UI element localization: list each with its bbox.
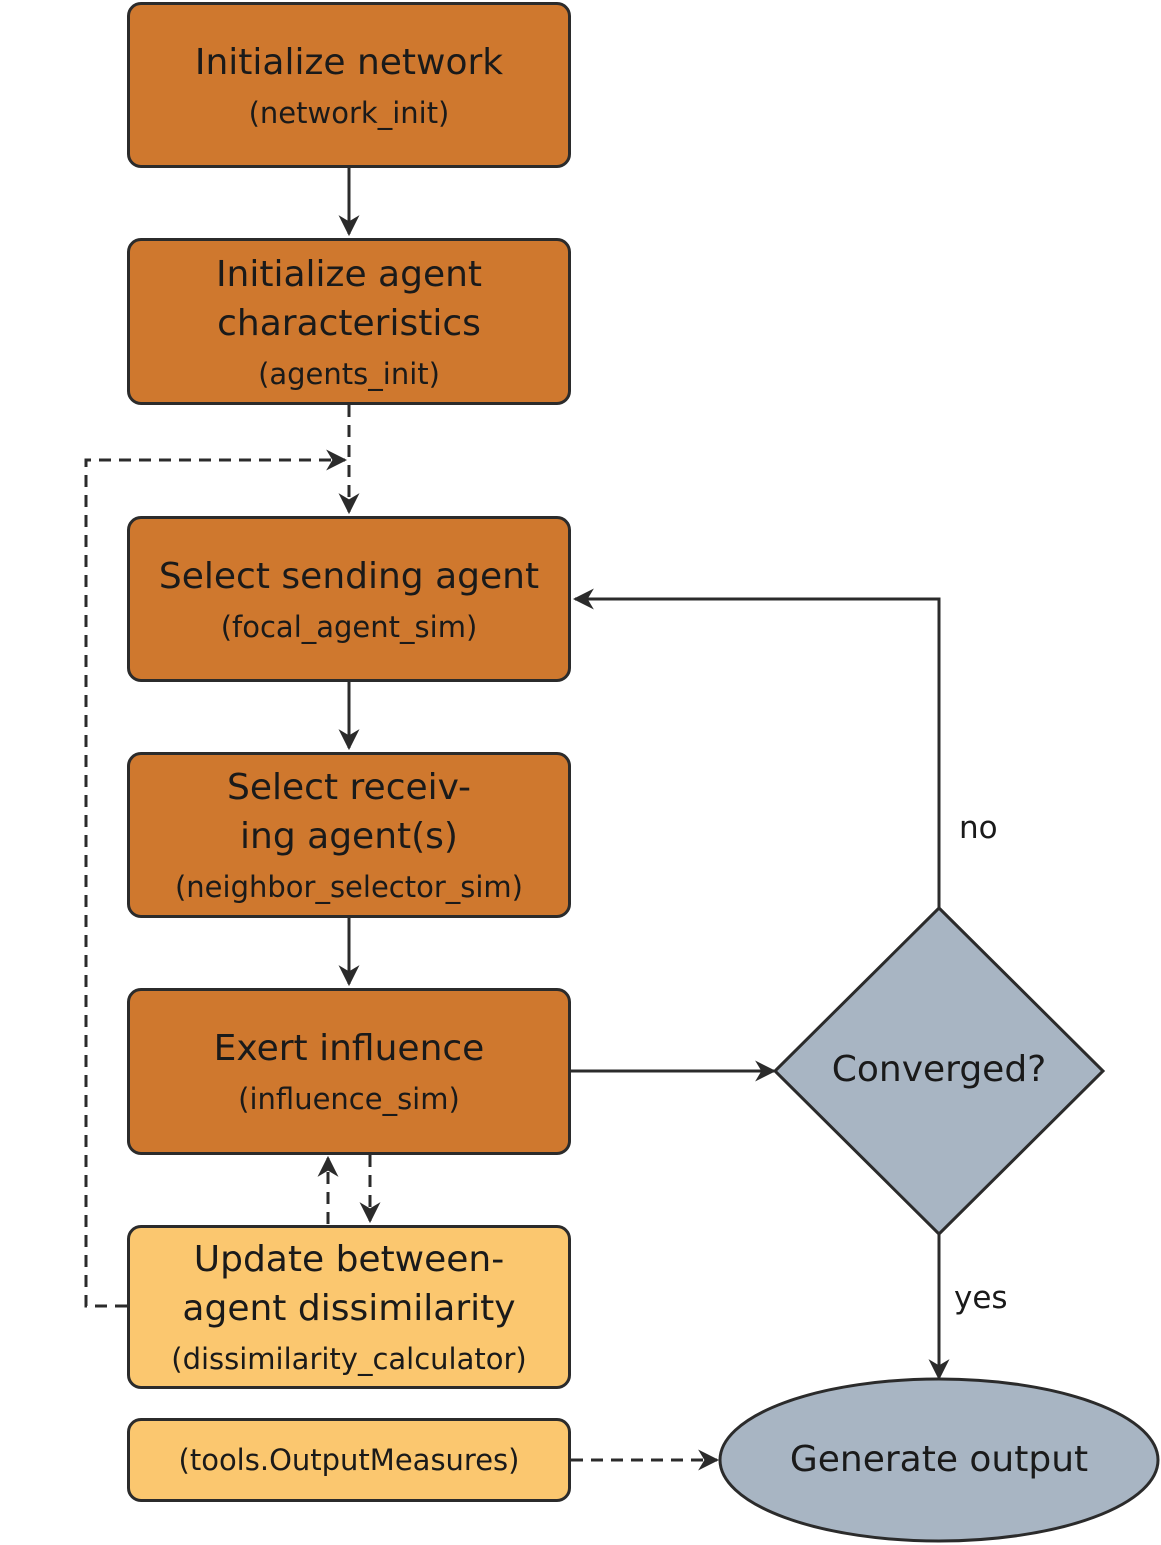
neighbor-selector-code: (neighbor_selector_sim): [174, 870, 523, 904]
dissimilarity-title-line1: Update between-: [193, 1239, 505, 1280]
focal-agent-code: (focal_agent_sim): [220, 609, 478, 644]
neighbor-selector-title-line2: ing agent(s): [240, 816, 458, 857]
edge-label-no: no: [959, 810, 998, 846]
neighbor-selector-title-line1: Select receiv-: [227, 767, 471, 808]
influence-title: Exert influence: [213, 1028, 485, 1069]
focal-agent-title: Select sending agent: [158, 555, 540, 597]
edge-label-yes: yes: [954, 1280, 1008, 1316]
agents-init-title-line2: characteristics: [217, 302, 481, 344]
neighbor-selector-node: Select receiv- ing agent(s) (neighbor_se…: [127, 752, 571, 918]
influence-code: (influence_sim): [238, 1082, 460, 1116]
network-init-code: (network_init): [248, 95, 450, 130]
dissimilarity-node: Update between- agent dissimilarity (dis…: [127, 1225, 571, 1389]
agents-init-node: Initialize agent characteristics (agents…: [127, 238, 571, 405]
agents-init-code: (agents_init): [258, 356, 440, 391]
generate-output-ellipse: [718, 1377, 1160, 1543]
converged-label: Converged?: [831, 1049, 1047, 1090]
network-init-title: Initialize network: [194, 41, 504, 83]
dissimilarity-title-line2: agent dissimilarity: [182, 1288, 516, 1329]
edge-converged-no: [572, 588, 941, 908]
output-measures-node: (tools.OutputMeasures): [127, 1418, 571, 1502]
influence-node: Exert influence (influence_sim): [127, 988, 571, 1155]
network-init-node: Initialize network (network_init): [127, 2, 571, 168]
converged-diamond: [772, 905, 1106, 1237]
edge-dissimilarity-loop-back: [84, 449, 348, 1308]
dissimilarity-code: (dissimilarity_calculator): [171, 1342, 527, 1376]
generate-output-label: Generate output: [789, 1439, 1089, 1480]
output-measures-code: (tools.OutputMeasures): [178, 1443, 520, 1477]
agents-init-title-line1: Initialize agent: [215, 253, 483, 295]
focal-agent-node: Select sending agent (focal_agent_sim): [127, 516, 571, 682]
